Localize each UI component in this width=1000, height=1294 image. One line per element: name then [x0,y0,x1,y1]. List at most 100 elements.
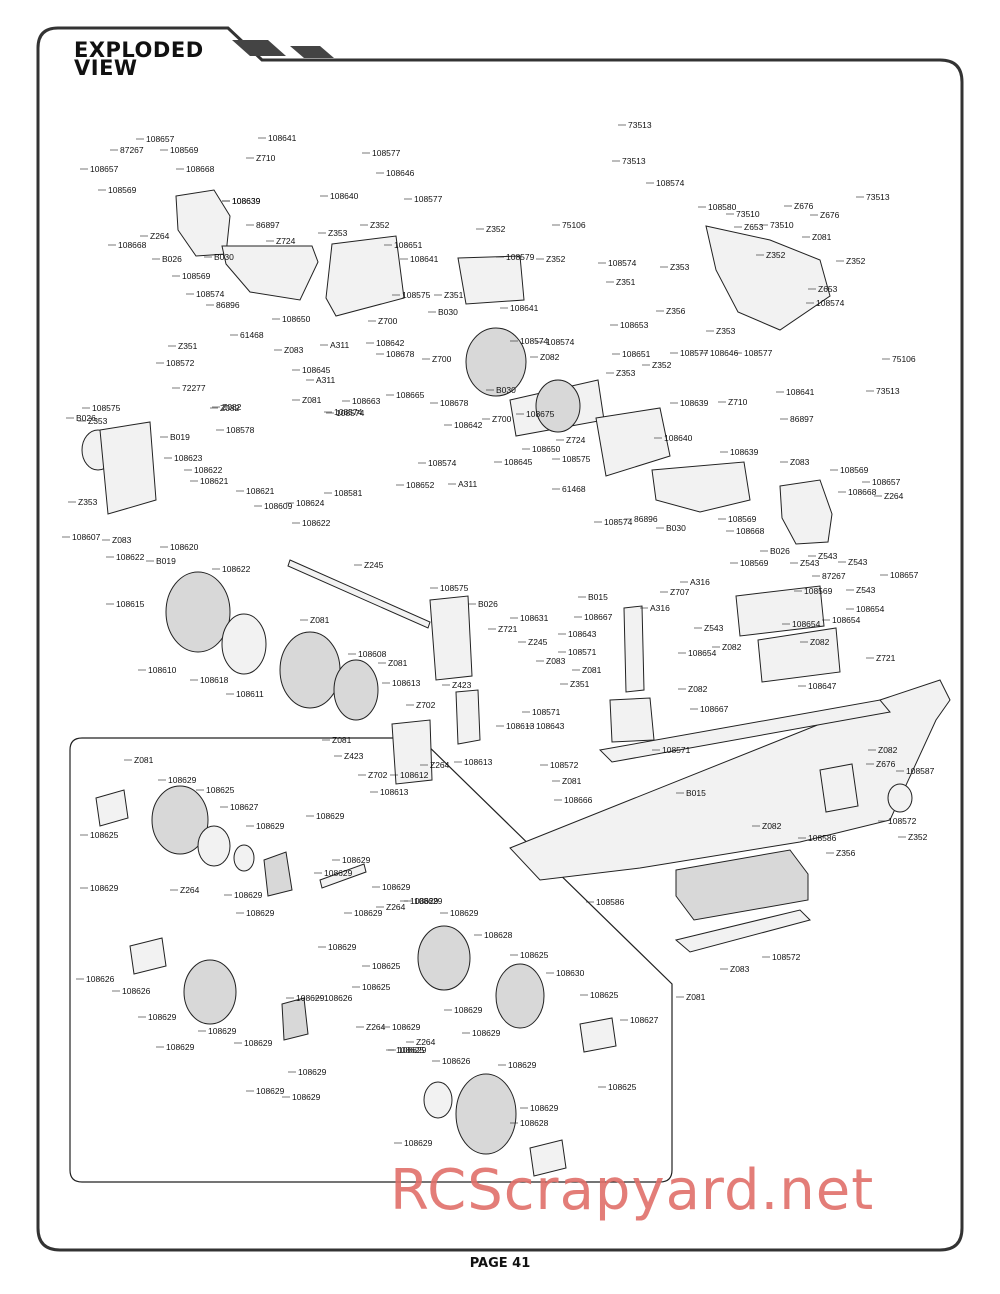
part-number-label: B030 [496,385,516,395]
part-number-label: Z083 [112,535,132,545]
part-number-label: Z352 [766,250,786,260]
bell-crank [609,697,655,743]
part-number-label: Z700 [492,414,512,424]
part-number-label: 108615 [116,599,145,609]
part-number-label: 86897 [256,220,280,230]
part-number-label: Z543 [800,558,820,568]
part-number-label: 108657 [146,134,175,144]
part-number-label: A311 [330,340,349,350]
part-number-label: 108629 [382,882,411,892]
part-number-label: 108629 [292,1092,321,1102]
part-number-label: 108574 [428,458,457,468]
part-number-label: Z082 [722,642,742,652]
part-number-label: 108639 [232,196,261,206]
part-number-label: 108574 [196,289,225,299]
part-number-label: 73513 [866,192,890,202]
part-number-label: Z353 [670,262,690,272]
part-number-label: 108609 [264,501,293,511]
part-number-label: Z082 [220,403,240,413]
part-number-label: Z264 [416,1037,436,1047]
part-number-label: 108626 [122,986,151,996]
part-number-label: Z264 [180,885,200,895]
part-number-label: 108580 [708,202,737,212]
part-number-label: Z702 [368,770,388,780]
part-number-label: Z082 [222,402,242,412]
part-number-label: 108639 [232,196,261,206]
part-number-label: Z700 [378,316,398,326]
spur-gear-mid [279,631,341,709]
part-number-label: Z264 [386,902,406,912]
part-number-label: 108675 [526,409,555,419]
part-number-label: 108625 [362,982,391,992]
part-number-label: 108629 [208,1026,237,1036]
part-number-label: Z700 [432,354,452,364]
part-number-label: Z264 [884,491,904,501]
part-number-label: 108629 [454,1005,483,1015]
part-number-label: 108624 [296,498,325,508]
part-number-label: 108629 [234,890,263,900]
part-number-label: Z081 [332,735,352,745]
part-number-label: B030 [666,523,686,533]
bulkhead-left [325,235,405,317]
watermark-text: RCScrapyard.net [390,1158,875,1223]
part-number-label: 108629 [244,1038,273,1048]
part-number-label: 108574 [334,407,363,417]
part-number-label: 108569 [804,586,833,596]
part-number-label: Z351 [178,341,198,351]
part-number-label: 108625 [372,961,401,971]
part-number-label: 108569 [740,558,769,568]
page-title-line-2: VIEW [74,56,138,80]
part-number-label: 108572 [550,760,579,770]
part-number-label: Z264 [366,1022,386,1032]
part-number-label: 108650 [532,444,561,454]
part-number-label: 108574 [336,408,365,418]
part-number-label: Z352 [486,224,506,234]
part-number-label: 108639 [730,447,759,457]
part-number-label: 108577 [680,348,709,358]
part-number-label: Z353 [616,368,636,378]
battery-pack [675,849,809,921]
part-number-label: 108577 [372,148,401,158]
part-number-label: Z724 [566,435,586,445]
part-number-label: 108578 [226,425,255,435]
part-number-label: 108666 [564,795,593,805]
part-number-label: 108621 [246,486,275,496]
part-number-label: 108628 [484,930,513,940]
part-number-label: 108569 [170,145,199,155]
part-number-label: 108575 [92,403,121,413]
part-number-label: 108640 [664,433,693,443]
part-number-label: 108654 [832,615,861,625]
part-number-label: 108667 [700,704,729,714]
part-number-label: 108572 [888,816,917,826]
part-number-label: 108577 [744,348,773,358]
part-number-label: 108613 [380,787,409,797]
diff-outdrive-1 [95,789,129,827]
part-number-label: Z352 [546,254,566,264]
part-number-label: Z081 [134,755,154,765]
part-number-label: 108571 [568,647,597,657]
part-number-label: 108651 [394,240,423,250]
part-number-label: Z676 [876,759,896,769]
part-number-label: 108574 [656,178,685,188]
a-arm-left [221,245,319,301]
part-number-label: 108622 [302,518,331,528]
part-number-label: Z653 [744,222,764,232]
part-number-label: Z082 [878,745,898,755]
part-number-label: 108629 [90,883,119,893]
part-number-label: 108629 [168,775,197,785]
part-number-label: 108629 [392,1022,421,1032]
top-deck-mount [457,255,525,305]
part-number-label: 108575 [402,290,431,300]
part-number-label: Z543 [856,585,876,595]
part-number-label: Z083 [730,964,750,974]
part-number-label: B026 [478,599,498,609]
part-number-label: Z264 [150,231,170,241]
part-number-label: Z351 [444,290,464,300]
clutch-plate [455,689,481,745]
part-number-label: 75106 [892,354,916,364]
part-number-label: Z721 [876,653,896,663]
part-number-label: Z353 [328,228,348,238]
part-number-label: Z081 [302,395,322,405]
diff-bevel-1 [263,851,293,897]
